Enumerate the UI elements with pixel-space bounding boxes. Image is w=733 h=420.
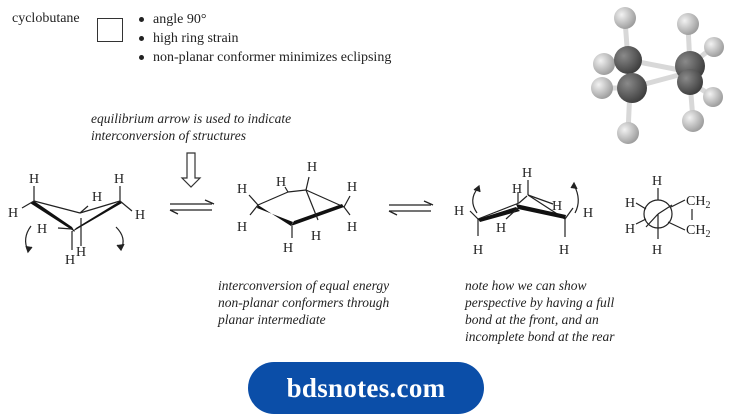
svg-text:H: H [559,243,569,258]
puckered-conformer-left [21,186,133,254]
svg-text:H: H [552,199,562,214]
ball-and-stick-model-image [591,7,724,144]
note-line: non-planar conformers through [218,295,390,310]
property-list: angle 90° high ring strain non-planar co… [137,10,391,67]
svg-text:H: H [512,182,522,197]
atom-labels-newman: H H H H CH2 CH2 [625,174,710,258]
svg-text:H: H [454,204,464,219]
note-line: interconversion of structures [91,128,246,143]
svg-text:H: H [37,222,47,237]
atom-labels-left: H H H H H H H H [8,172,145,268]
svg-text:H: H [583,206,593,221]
svg-text:H: H [625,196,635,211]
svg-text:H: H [8,206,18,221]
svg-text:CH2: CH2 [686,194,710,211]
svg-text:H: H [473,243,483,258]
equilibrium-note: equilibrium arrow is used to indicate in… [91,110,291,144]
svg-text:H: H [652,243,662,258]
compound-name: cyclobutane [12,11,80,26]
svg-text:H: H [307,160,317,175]
equilibrium-arrow-icon [388,200,434,216]
planar-intermediate [248,176,351,238]
svg-text:H: H [114,172,124,187]
svg-text:CH2: CH2 [686,223,710,240]
site-label: bdsnotes.com [286,372,446,403]
svg-text:H: H [29,172,39,187]
note-line: interconversion of equal energy [218,278,390,293]
property-item: angle 90° [137,10,391,29]
svg-text:H: H [92,190,102,205]
svg-text:H: H [625,222,635,237]
svg-text:H: H [135,208,145,223]
svg-text:H: H [496,221,506,236]
note-line: note how we can show [465,278,587,293]
svg-text:H: H [237,182,247,197]
svg-text:H: H [65,253,75,268]
svg-text:H: H [283,241,293,256]
svg-text:H: H [347,180,357,195]
svg-text:H: H [76,245,86,260]
property-item: non-planar conformer minimizes eclipsing [137,48,391,67]
svg-text:H: H [237,220,247,235]
svg-text:H: H [276,175,286,190]
equilibrium-arrow-icon [169,199,215,215]
note-line: equilibrium arrow is used to indicate [91,111,292,126]
note-line: perspective by having a full [465,295,615,310]
cyclobutane-square-icon [97,18,123,42]
svg-text:H: H [347,220,357,235]
atom-labels-right: H H H H H H H H [454,166,593,258]
perspective-note: note how we can show perspective by havi… [465,277,614,345]
note-line: bond at the front, and an [465,312,599,327]
puckered-conformer-right [469,180,579,237]
hollow-down-arrow-icon [180,152,202,188]
interconversion-note: interconversion of equal energy non-plan… [218,277,389,328]
note-line: planar intermediate [218,312,326,327]
svg-text:H: H [311,229,321,244]
svg-text:H: H [652,174,662,189]
newman-projection [635,188,693,239]
note-line: incomplete bond at the rear [465,329,615,344]
atom-labels-planar: H H H H H H H H [237,160,357,256]
conformer-interconversion-diagram: H H H H H H H H H H H H H H H H [8,152,710,268]
svg-text:H: H [522,166,532,181]
property-item: high ring strain [137,29,391,48]
site-badge-link[interactable]: bdsnotes.com [248,362,484,414]
